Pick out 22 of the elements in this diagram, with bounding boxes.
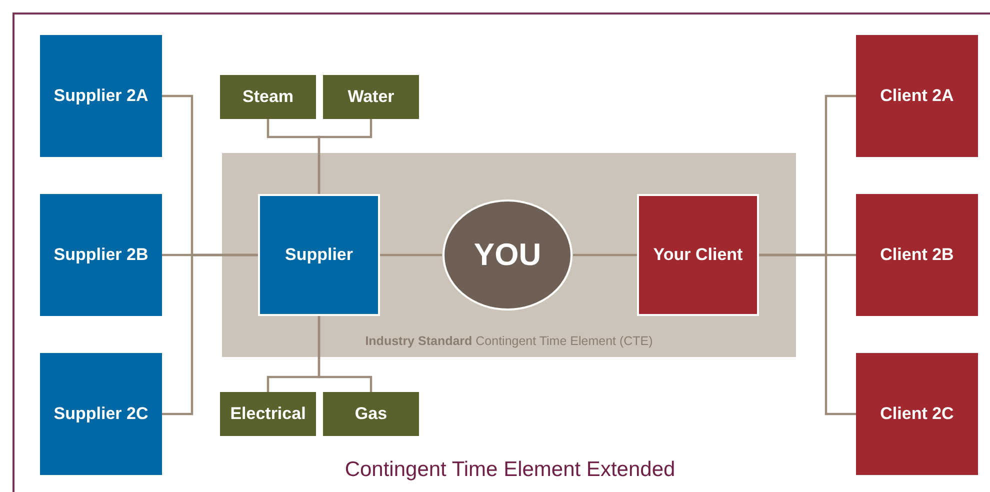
supplier-box: Supplier (258, 194, 380, 316)
utility-box: Gas (323, 392, 419, 436)
band-background (222, 153, 796, 357)
caption: Contingent Time Element Extended (344, 458, 676, 482)
utility-box: Steam (220, 75, 316, 119)
client-box: Client 2C (856, 353, 978, 475)
connector-line (318, 316, 372, 392)
client-box: Your Client (637, 194, 759, 316)
connector-line (318, 119, 372, 194)
supplier-box: Supplier 2B (40, 194, 162, 316)
connector-line (573, 254, 637, 256)
band-label: Industry Standard Contingent Time Element (CTE) (364, 334, 654, 349)
connector-line (380, 254, 442, 256)
utility-box: Water (323, 75, 419, 119)
client-box: Client 2A (856, 35, 978, 157)
node-label: YOU (474, 236, 542, 274)
utility-box: Electrical (220, 392, 316, 436)
supplier-box: Supplier 2C (40, 353, 162, 475)
connector-line (759, 254, 856, 416)
supplier-box: Supplier 2A (40, 35, 162, 157)
connector-line (162, 254, 258, 416)
client-box: Client 2B (856, 194, 978, 316)
